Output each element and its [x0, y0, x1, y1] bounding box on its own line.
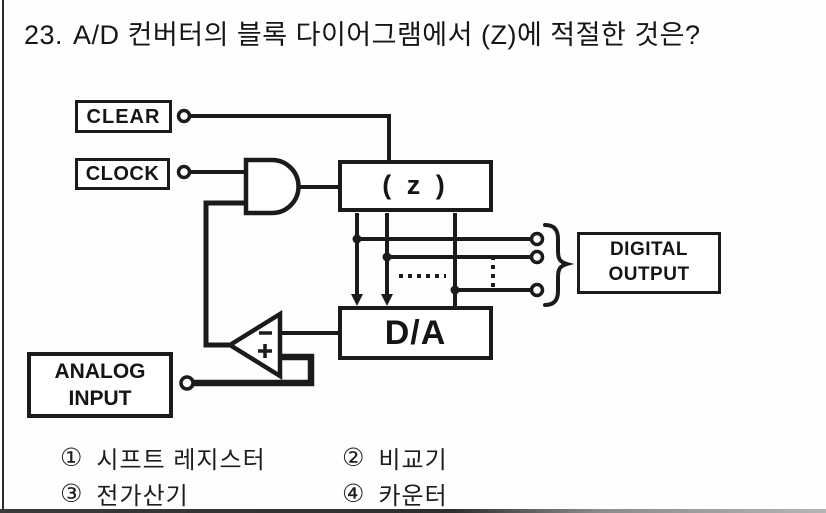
- arrow-down-icons: [351, 294, 393, 306]
- digital-output-box: DIGITAL OUTPUT: [577, 232, 721, 294]
- arrow-down-icon: [351, 294, 363, 306]
- option-1-marker: ①: [60, 443, 83, 472]
- option-1: ① 시프트 레지스터: [60, 440, 266, 475]
- option-2-marker: ②: [342, 443, 365, 472]
- junction-dots: [352, 234, 460, 295]
- terminal-circle-icon: [179, 375, 195, 391]
- clear-label: CLEAR: [86, 105, 161, 128]
- answer-options: ① 시프트 레지스터 ② 비교기 ③ 전가산기 ④ 카운터: [0, 430, 826, 510]
- terminal-circle-icon: [529, 231, 545, 247]
- junction-dot: [450, 285, 460, 295]
- output-terminals: [529, 231, 545, 298]
- option-3-marker: ③: [60, 479, 83, 508]
- option-4: ④ 카운터: [342, 476, 448, 511]
- clear-box: CLEAR: [75, 100, 172, 133]
- clock-label: CLOCK: [85, 163, 160, 185]
- page-bottom-border: [0, 509, 826, 513]
- junction-dot: [352, 234, 362, 244]
- z-label: ( z ): [382, 170, 449, 201]
- page-left-border: [2, 0, 4, 513]
- da-label: D/A: [384, 313, 447, 352]
- option-2: ② 비교기: [342, 440, 448, 475]
- option-2-label: 비교기: [378, 447, 448, 474]
- analog-input-label-line1: ANALOG: [54, 359, 146, 383]
- analog-input-label-line2: INPUT: [68, 387, 132, 410]
- junction-dot: [382, 252, 392, 262]
- and-gate-icon: [243, 157, 301, 216]
- comparator-icon: [225, 309, 283, 381]
- analog-plus-wire: [191, 353, 315, 387]
- z-block-box: ( z ): [338, 160, 493, 212]
- curly-brace-icon: [543, 223, 575, 307]
- clear-wire: [189, 114, 391, 162]
- input-terminals: [176, 108, 195, 391]
- option-4-marker: ④: [342, 479, 365, 508]
- terminal-circle-icon: [529, 282, 545, 298]
- option-3-label: 전가산기: [96, 483, 189, 510]
- option-4-label: 카운터: [378, 483, 448, 510]
- terminal-circle-icon: [529, 249, 545, 265]
- clock-box: CLOCK: [75, 158, 170, 190]
- question-title: 23. A/D 컨버터의 블록 다이어그램에서 (Z)에 적절한 것은?: [24, 13, 701, 52]
- block-diagram: CLEAR CLOCK ( z ) D/A DIGITAL OUTPUT ANA…: [0, 60, 826, 430]
- diagram-wires-layer: [176, 108, 575, 391]
- digital-output-label-line2: OUTPUT: [608, 264, 690, 285]
- terminal-circle-icon: [176, 108, 192, 124]
- comparator-signs: [258, 331, 272, 358]
- feedback-wire: [203, 200, 246, 348]
- arrow-down-icon: [381, 294, 393, 306]
- analog-input-box: ANALOG INPUT: [27, 352, 173, 418]
- digital-output-label-line1: DIGITAL: [609, 239, 689, 261]
- option-1-label: 시프트 레지스터: [96, 447, 266, 474]
- option-3: ③ 전가산기: [60, 476, 189, 511]
- question-number: 23.: [24, 20, 64, 50]
- terminal-circle-icon: [176, 164, 192, 180]
- da-converter-box: D/A: [338, 306, 493, 360]
- question-text: A/D 컨버터의 블록 다이어그램에서 (Z)에 적절한 것은?: [73, 20, 701, 50]
